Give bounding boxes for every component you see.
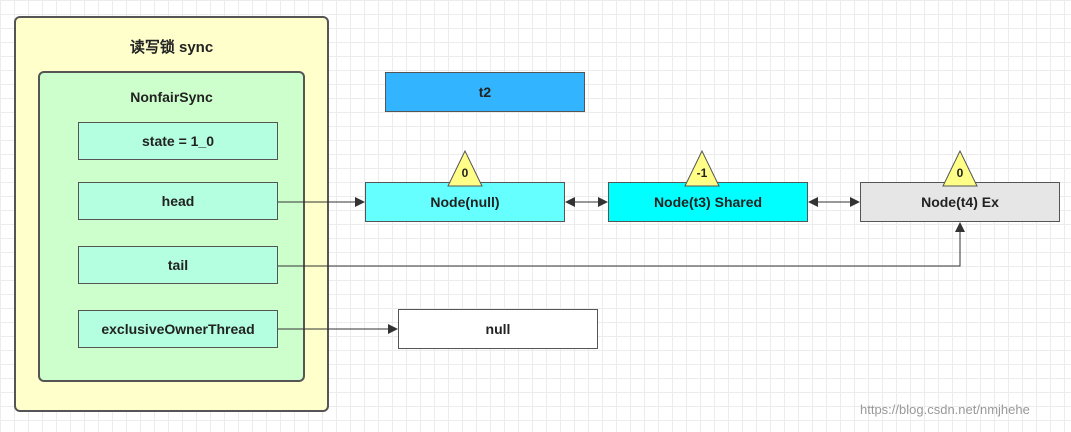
wait-status-t3: -1	[696, 166, 708, 180]
node-t4-exclusive: Node(t4) Ex	[860, 182, 1060, 222]
wait-status-triangle-null	[447, 149, 483, 187]
node-t3-shared: Node(t3) Shared	[608, 182, 808, 222]
nonfairsync-title: NonfairSync	[130, 89, 213, 105]
tail-arrow	[278, 222, 965, 267]
watermark-text: https://blog.csdn.net/nmjhehe	[860, 402, 1030, 417]
owner-thread-field: exclusiveOwnerThread	[78, 310, 278, 348]
tail-field: tail	[78, 246, 278, 284]
wait-status-triangle-t3	[684, 149, 720, 187]
head-field: head	[78, 182, 278, 220]
state-field: state = 1_0	[78, 122, 278, 160]
wait-status-triangle-t4	[942, 149, 978, 187]
owner-null-value: null	[398, 309, 598, 349]
node-null: Node(null)	[365, 182, 565, 222]
thread-t2-box: t2	[385, 72, 585, 112]
sync-title: 读写锁 sync	[129, 39, 214, 56]
wait-status-null: 0	[461, 166, 469, 180]
wait-status-t4: 0	[956, 166, 964, 180]
